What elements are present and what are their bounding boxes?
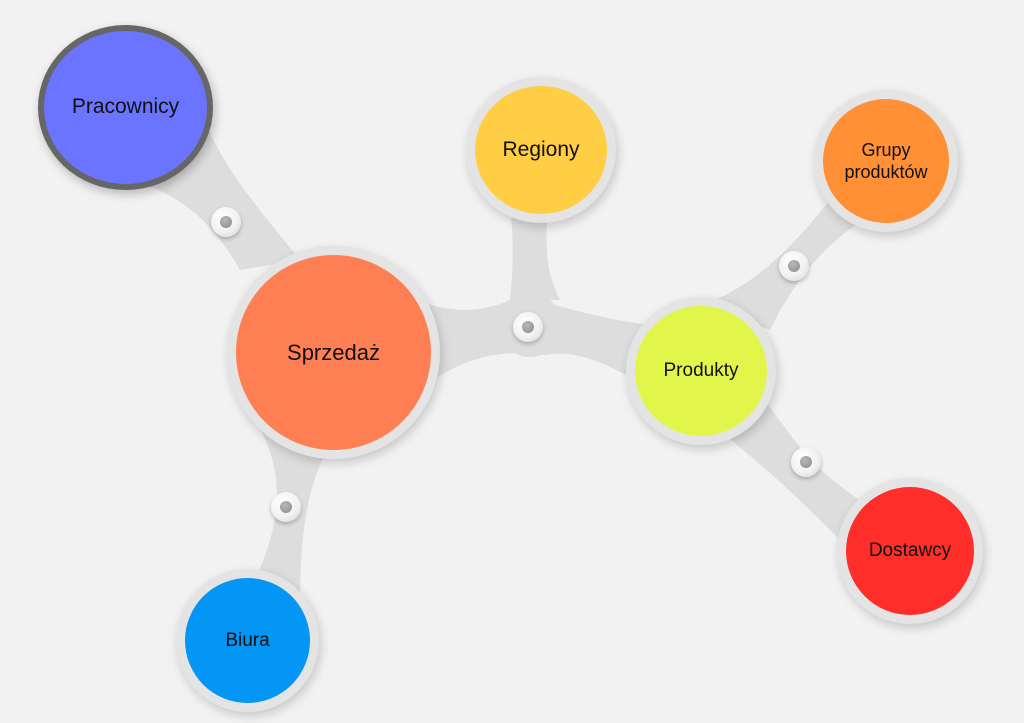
node-dostawcy-label: Dostawcy [868,540,952,562]
node-biura-label: Biura [225,629,270,651]
connector-hub-regiony [510,205,560,300]
node-grupy-produktow[interactable]: Grupy produktów [823,99,949,223]
connector-dot-sprzedaz-biura[interactable] [271,492,301,522]
node-grupy-produktow-label: Grupy produktów [844,139,928,183]
node-produkty[interactable]: Produkty [635,306,767,436]
node-dostawcy[interactable]: Dostawcy [846,487,974,615]
node-pracownicy-label: Pracownicy [71,95,180,119]
node-biura[interactable]: Biura [185,578,310,703]
node-sprzedaz-label: Sprzedaż [287,339,380,365]
connector-dot-hub[interactable] [513,312,543,342]
node-produkty-label: Produkty [663,360,739,382]
node-regiony[interactable]: Regiony [475,86,607,214]
connector-dot-produkty-dostawcy[interactable] [791,447,821,477]
node-sprzedaz[interactable]: Sprzedaż [236,255,431,450]
node-pracownicy[interactable]: Pracownicy [38,25,213,190]
connector-dot-produkty-grupy[interactable] [779,251,809,281]
node-regiony-label: Regiony [502,137,580,161]
connector-dot-pracownicy-sprzedaz[interactable] [211,207,241,237]
